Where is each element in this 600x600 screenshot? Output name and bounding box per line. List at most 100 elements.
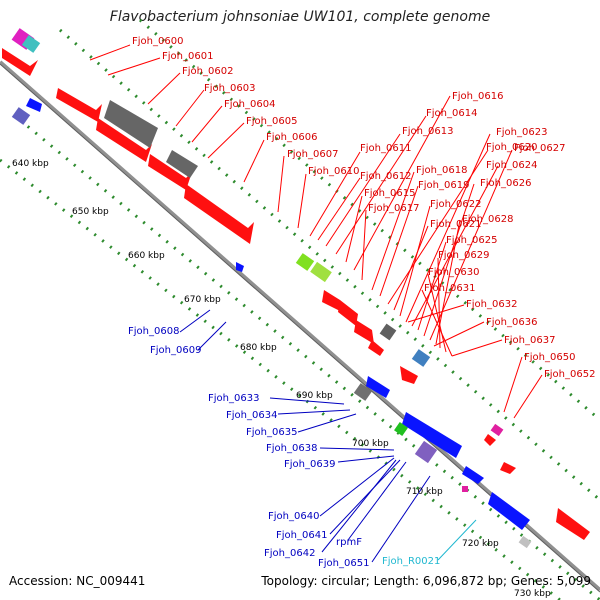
misc-feature-boxes — [11, 28, 532, 549]
gene-arrow — [462, 466, 484, 484]
gene-arrow — [236, 262, 244, 272]
gene-label: Fjoh_0608 — [128, 326, 179, 337]
gene-arrow — [484, 434, 496, 446]
gene-arrow — [2, 48, 38, 76]
gene-arrow — [354, 320, 374, 344]
forward-gene-labels: Fjoh_0600 Fjoh_0601 Fjoh_0602 Fjoh_0603 … — [132, 36, 595, 380]
gene-arrow — [322, 290, 342, 312]
rna-gene-labels: Fjoh_R0021 — [382, 556, 440, 567]
gene-label: Fjoh_0617 — [368, 203, 419, 214]
feature-box — [295, 253, 315, 271]
feature-box — [310, 261, 332, 283]
gene-arrow — [56, 88, 102, 122]
kbp-label: 730 kbp — [514, 589, 551, 599]
gene-label: Fjoh_0609 — [150, 345, 201, 356]
reverse-gene-labels: Fjoh_0608 Fjoh_0609 Fjoh_0633 Fjoh_0634 … — [128, 326, 369, 569]
feature-box — [353, 383, 373, 401]
gene-label: Fjoh_0610 — [308, 166, 359, 177]
feature-box — [411, 349, 431, 367]
kbp-label: 690 kbp — [296, 391, 333, 401]
gene-label: Fjoh_0651 — [318, 558, 369, 569]
gene-label: Fjoh_0642 — [264, 548, 315, 559]
gene-label: Fjoh_0607 — [287, 149, 338, 160]
gene-arrow — [402, 412, 462, 458]
gene-label: Fjoh_0631 — [424, 283, 475, 294]
gene-label: Fjoh_0634 — [226, 410, 277, 421]
gene-label: Fjoh_0630 — [428, 267, 479, 278]
feature-box — [518, 535, 532, 549]
feature-box — [490, 423, 504, 437]
gene-label: Fjoh_0605 — [246, 116, 297, 127]
gene-label: Fjoh_0600 — [132, 36, 183, 47]
gene-label: Fjoh_0615 — [364, 188, 415, 199]
gene-label: Fjoh_0616 — [452, 91, 503, 102]
kbp-label: 700 kbp — [352, 439, 389, 449]
gene-arrow — [148, 154, 192, 190]
gene-label: Fjoh_0638 — [266, 443, 317, 454]
gene-arrow — [488, 492, 530, 530]
gene-label: Fjoh_0613 — [402, 126, 453, 137]
reverse-gene-track — [26, 98, 530, 530]
forward-gene-track — [2, 48, 590, 540]
gene-label: Fjoh_0626 — [480, 178, 531, 189]
gene-label: Fjoh_0624 — [486, 160, 537, 171]
gene-label: Fjoh_0621 — [430, 219, 481, 230]
accession-text: Accession: NC_009441 — [9, 574, 146, 588]
gene-label: Fjoh_0601 — [162, 51, 213, 62]
gene-label: Fjoh_0629 — [438, 250, 489, 261]
gene-label: Fjoh_0640 — [268, 511, 319, 522]
kbp-label: 680 kbp — [240, 343, 277, 353]
gene-label: Fjoh_0633 — [208, 393, 259, 404]
kbp-label: 640 kbp — [12, 159, 49, 169]
gene-label: rpmF — [336, 537, 362, 548]
feature-box — [379, 323, 397, 341]
gene-label: Fjoh_0627 — [514, 143, 565, 154]
gene-arrow — [338, 300, 358, 326]
gene-arrow — [366, 376, 390, 398]
feature-box — [21, 35, 41, 53]
gene-label: Fjoh_0639 — [284, 459, 335, 470]
gene-label: Fjoh_0623 — [496, 127, 547, 138]
gene-label: Fjoh_0652 — [544, 369, 595, 380]
gene-label: Fjoh_0619 — [418, 180, 469, 191]
kbp-label: 720 kbp — [462, 539, 499, 549]
feature-box — [11, 107, 31, 125]
gene-arrow — [556, 508, 590, 540]
gene-arrow — [500, 462, 516, 474]
gene-arrow — [368, 340, 384, 356]
gene-label: Fjoh_0650 — [524, 352, 575, 363]
gene-label: Fjoh_0628 — [462, 214, 513, 225]
gene-label: Fjoh_0632 — [466, 299, 517, 310]
gene-label: Fjoh_0612 — [360, 171, 411, 182]
topology-text: Topology: circular; Length: 6,096,872 bp… — [261, 574, 591, 588]
gene-arrow — [400, 366, 418, 384]
gene-label: Fjoh_0641 — [276, 530, 327, 541]
gene-label: Fjoh_R0021 — [382, 556, 440, 567]
gene-label: Fjoh_0637 — [504, 335, 555, 346]
kbp-label: 670 kbp — [184, 295, 221, 305]
gene-box — [104, 100, 158, 148]
gene-label: Fjoh_0614 — [426, 108, 477, 119]
gene-label: Fjoh_0636 — [486, 317, 537, 328]
grey-gene-track — [104, 100, 198, 178]
rna-leader — [437, 519, 477, 561]
gene-label: Fjoh_0625 — [446, 235, 497, 246]
feature-box — [462, 486, 468, 492]
gene-label: Fjoh_0620 — [486, 142, 537, 153]
tick-tracks — [0, 18, 600, 600]
gene-label: Fjoh_0604 — [224, 99, 275, 110]
gene-label: Fjoh_0635 — [246, 427, 297, 438]
map-title: Flavobacterium johnsoniae UW101, complet… — [109, 9, 491, 25]
gene-arrow — [96, 118, 152, 162]
gene-label: Fjoh_0603 — [204, 83, 255, 94]
gene-label: Fjoh_0611 — [360, 143, 411, 154]
kbp-labels: 640 kbp 650 kbp 660 kbp 670 kbp 680 kbp … — [12, 159, 551, 599]
gene-label: Fjoh_0622 — [430, 199, 481, 210]
kbp-label: 660 kbp — [128, 251, 165, 261]
kbp-label: 650 kbp — [72, 207, 109, 217]
gene-arrow — [26, 98, 42, 112]
gene-label: Fjoh_0618 — [416, 165, 467, 176]
label-leaders-reverse — [179, 309, 431, 563]
gene-label: Fjoh_0606 — [266, 132, 317, 143]
